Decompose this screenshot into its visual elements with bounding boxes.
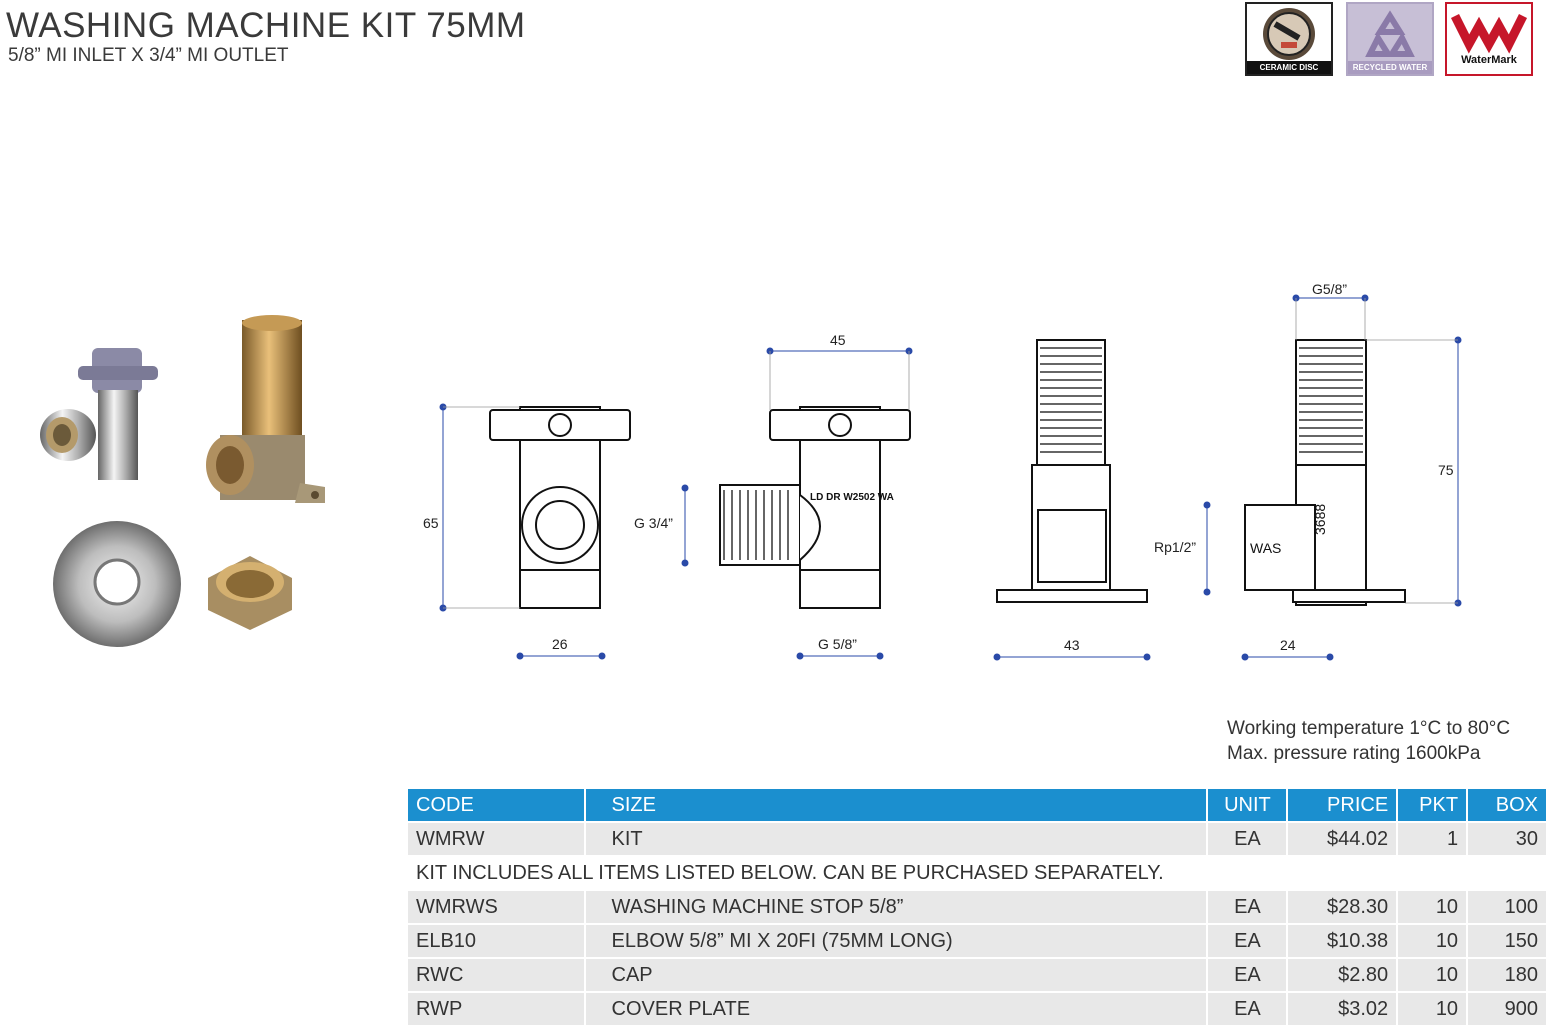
cell-code: ELB10 bbox=[408, 925, 586, 957]
ceramic-disc-label: CERAMIC DISC bbox=[1247, 61, 1331, 74]
ceramic-disc-badge: CERAMIC DISC bbox=[1245, 2, 1333, 76]
table-row: ELB10 ELBOW 5/8” MI X 20FI (75MM LONG) E… bbox=[408, 925, 1546, 957]
watermark-label: WaterMark bbox=[1461, 54, 1517, 66]
col-code: CODE bbox=[408, 789, 586, 821]
dim-26: 26 bbox=[552, 636, 568, 652]
cell-pkt: 10 bbox=[1398, 891, 1469, 923]
cert-mark-text: 3688 bbox=[1312, 504, 1328, 535]
col-box: BOX bbox=[1468, 789, 1546, 821]
cell-size: COVER PLATE bbox=[585, 993, 1209, 1025]
table-row: WMRWS WASHING MACHINE STOP 5/8” EA $28.3… bbox=[408, 891, 1546, 923]
dim-rp12: Rp1/2” bbox=[1154, 539, 1196, 555]
table-note-row: KIT INCLUDES ALL ITEMS LISTED BELOW. CAN… bbox=[408, 857, 1546, 889]
cover-plate-photo bbox=[53, 521, 181, 647]
table-row-kit: WMRW KIT EA $44.02 1 30 bbox=[408, 823, 1546, 855]
table-header-row: CODE SIZE UNIT PRICE PKT BOX bbox=[408, 789, 1546, 821]
technical-drawings: LD DR W2502 WA WAS 3688 65 26 45 G 3/4” … bbox=[423, 281, 1462, 661]
working-temperature: Working temperature 1°C to 80°C bbox=[1227, 718, 1511, 739]
cell-code: WMRWS bbox=[408, 891, 586, 923]
cell-pkt: 1 bbox=[1398, 823, 1469, 855]
table-row: RWC CAP EA $2.80 10 180 bbox=[408, 959, 1546, 991]
cell-size: ELBOW 5/8” MI X 20FI (75MM LONG) bbox=[585, 925, 1209, 957]
cell-size: WASHING MACHINE STOP 5/8” bbox=[585, 891, 1209, 923]
was-mark-text: WAS bbox=[1250, 540, 1281, 556]
dim-24: 24 bbox=[1280, 637, 1296, 653]
cell-price: $10.38 bbox=[1288, 925, 1399, 957]
page-title: WASHING MACHINE KIT 75MM bbox=[6, 6, 526, 45]
cell-size: KIT bbox=[585, 823, 1209, 855]
page-subtitle: 5/8” MI INLET X 3/4” MI OUTLET bbox=[8, 45, 289, 66]
cell-unit: EA bbox=[1208, 959, 1289, 991]
cell-price: $44.02 bbox=[1288, 823, 1399, 855]
cell-box: 180 bbox=[1468, 959, 1546, 991]
elbow-side-thread bbox=[1295, 339, 1367, 466]
body-marking-text: LD DR W2502 WA bbox=[810, 492, 894, 503]
cell-box: 900 bbox=[1468, 993, 1546, 1025]
cell-unit: EA bbox=[1208, 993, 1289, 1025]
kit-note: KIT INCLUDES ALL ITEMS LISTED BELOW. CAN… bbox=[408, 857, 1546, 889]
dim-g58-bottom: G 5/8” bbox=[818, 636, 857, 652]
col-pkt: PKT bbox=[1398, 789, 1469, 821]
dim-75: 75 bbox=[1438, 462, 1454, 478]
table-row: RWP COVER PLATE EA $3.02 10 900 bbox=[408, 993, 1546, 1025]
cell-unit: EA bbox=[1208, 823, 1289, 855]
col-size: SIZE bbox=[585, 789, 1209, 821]
price-table: CODE SIZE UNIT PRICE PKT BOX WMRW KIT EA… bbox=[408, 787, 1546, 1027]
dim-g34: G 3/4” bbox=[634, 515, 673, 531]
cap-photo bbox=[208, 556, 292, 630]
dim-g58-top: G5/8” bbox=[1312, 281, 1347, 297]
elbow-photo bbox=[206, 315, 325, 503]
cell-price: $2.80 bbox=[1288, 959, 1399, 991]
elbow-front-thread bbox=[1036, 339, 1106, 466]
cell-box: 30 bbox=[1468, 823, 1546, 855]
dim-45: 45 bbox=[830, 332, 846, 348]
recycled-water-label: RECYCLED WATER bbox=[1348, 61, 1432, 74]
cell-code: RWC bbox=[408, 959, 586, 991]
cell-unit: EA bbox=[1208, 891, 1289, 923]
washing-machine-stop-photo bbox=[40, 348, 158, 480]
cell-pkt: 10 bbox=[1398, 993, 1469, 1025]
recycle-icon bbox=[1365, 10, 1415, 57]
ceramic-disc-icon bbox=[1263, 8, 1315, 60]
cell-size: CAP bbox=[585, 959, 1209, 991]
pressure-rating: Max. pressure rating 1600kPa bbox=[1227, 743, 1481, 764]
spec-notes: Working temperature 1°C to 80°C Max. pre… bbox=[1227, 716, 1510, 766]
cell-code: WMRW bbox=[408, 823, 586, 855]
cell-price: $3.02 bbox=[1288, 993, 1399, 1025]
col-unit: UNIT bbox=[1208, 789, 1289, 821]
cell-pkt: 10 bbox=[1398, 959, 1469, 991]
watermark-icon bbox=[1450, 13, 1528, 54]
col-price: PRICE bbox=[1288, 789, 1399, 821]
cell-box: 100 bbox=[1468, 891, 1546, 923]
dim-65: 65 bbox=[423, 515, 439, 531]
watermark-badge: WaterMark bbox=[1445, 2, 1533, 76]
dim-43: 43 bbox=[1064, 637, 1080, 653]
recycled-water-badge: RECYCLED WATER bbox=[1346, 2, 1434, 76]
cell-code: RWP bbox=[408, 993, 586, 1025]
cell-box: 150 bbox=[1468, 925, 1546, 957]
cell-unit: EA bbox=[1208, 925, 1289, 957]
cell-pkt: 10 bbox=[1398, 925, 1469, 957]
cell-price: $28.30 bbox=[1288, 891, 1399, 923]
